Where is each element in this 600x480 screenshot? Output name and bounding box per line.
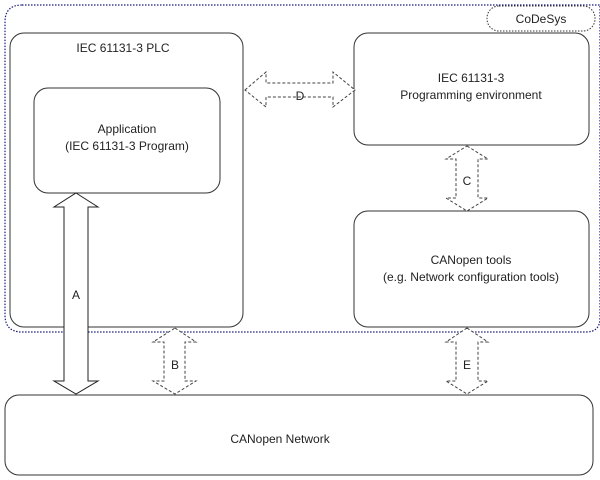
arrow-b[interactable]	[151, 327, 198, 395]
codesys-label-pill	[486, 5, 596, 32]
arrow-b-label: B	[171, 358, 179, 372]
canopen-network-label: CANopen Network	[230, 432, 330, 446]
arrow-e-label: E	[463, 358, 471, 372]
plc-label: IEC 61131-3 PLC	[76, 41, 169, 55]
application-label-line2: (IEC 61131-3 Program)	[65, 139, 189, 153]
canopen-network-box[interactable]	[4, 394, 594, 476]
codesys-group-border	[4, 4, 600, 333]
canopen-tools-box[interactable]	[353, 210, 590, 328]
arrow-d-label: D	[296, 89, 305, 103]
programming-environment-box[interactable]	[353, 32, 590, 146]
arrow-e[interactable]	[444, 327, 490, 395]
arrow-c-label: C	[463, 174, 472, 188]
canopen-tools-label-line2: (e.g. Network configuration tools)	[383, 270, 559, 284]
codesys-label: CoDeSys	[516, 12, 567, 26]
programming-environment-label-line1: IEC 61131-3	[438, 71, 505, 85]
application-box[interactable]	[33, 87, 221, 194]
arrow-a[interactable]	[52, 192, 100, 395]
programming-environment-label-line2: Programming environment	[400, 88, 542, 102]
canopen-tools-label-line1: CANopen tools	[431, 253, 512, 267]
arrow-d[interactable]	[244, 70, 356, 109]
arrow-a-label: A	[72, 288, 80, 302]
arrow-c[interactable]	[444, 145, 490, 212]
application-label-line1: Application	[98, 122, 157, 136]
